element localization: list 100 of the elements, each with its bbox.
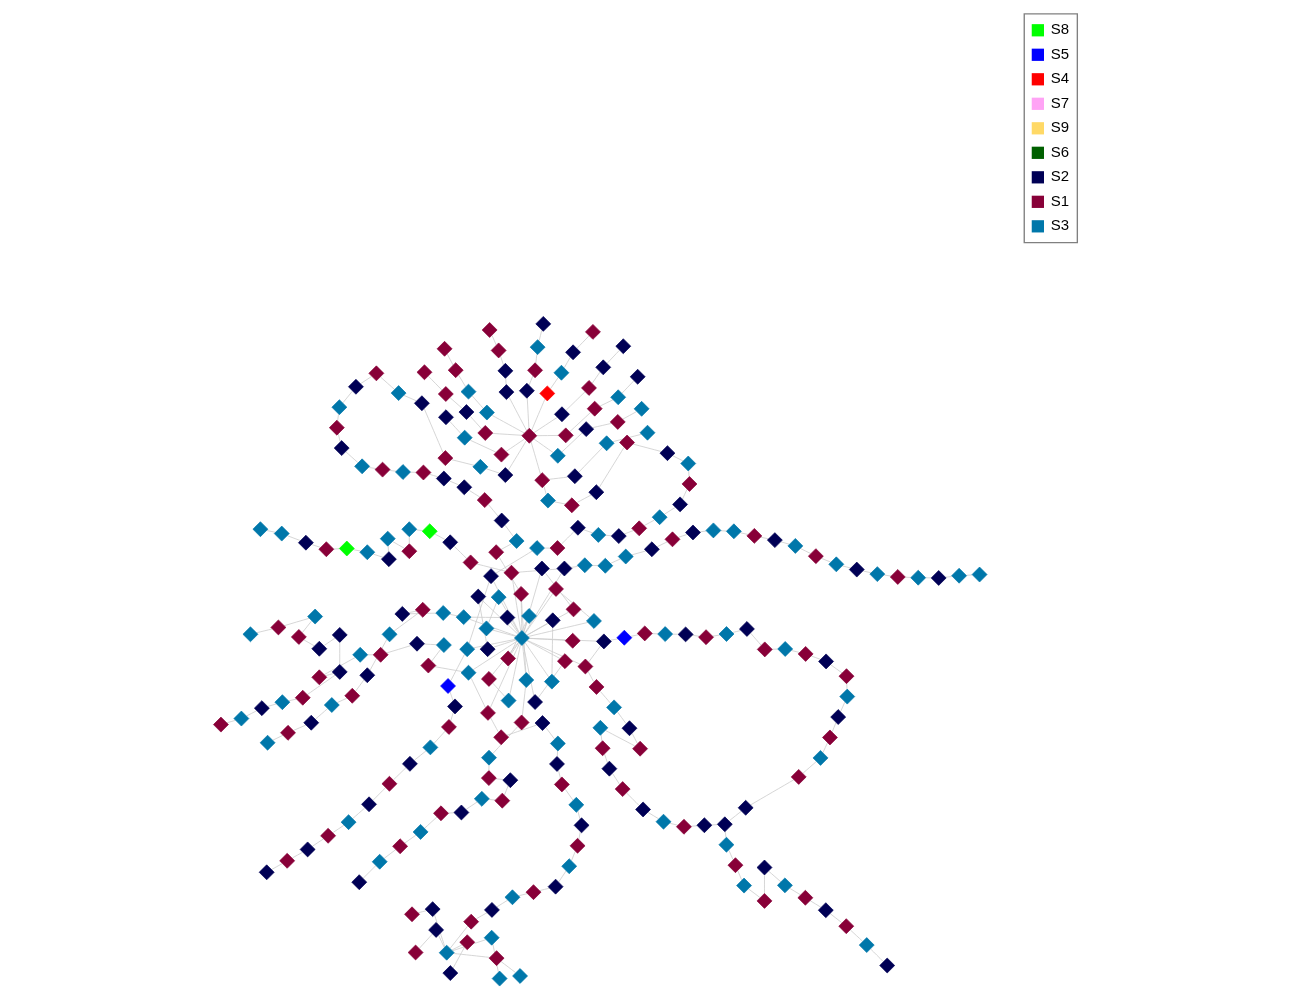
- connector: [621, 380, 634, 394]
- connector: [509, 621, 519, 634]
- node-diamond: [705, 522, 721, 539]
- node-diamond: [351, 647, 368, 663]
- connector: [788, 887, 801, 896]
- node-diamond: [617, 548, 634, 565]
- legend-label: S4: [1050, 69, 1069, 87]
- node-diamond: [458, 934, 475, 951]
- connector: [448, 613, 458, 617]
- node-diamond: [746, 528, 762, 544]
- connector: [749, 779, 794, 806]
- node-diamond: [504, 889, 520, 906]
- node-diamond: [539, 492, 556, 509]
- node-diamond: [534, 316, 551, 332]
- node-diamond: [614, 338, 631, 355]
- connector: [488, 765, 489, 771]
- node-diamond: [601, 760, 617, 777]
- node-diamond: [594, 740, 610, 757]
- node-diamond: [630, 520, 647, 537]
- node-diamond: [565, 601, 581, 618]
- connector: [267, 703, 277, 707]
- connector: [587, 671, 594, 682]
- node-diamond: [643, 541, 660, 558]
- connector: [543, 485, 547, 495]
- connector: [799, 548, 811, 554]
- connector: [450, 459, 475, 466]
- connector: [481, 600, 518, 635]
- connector: [418, 933, 433, 949]
- connector: [372, 787, 386, 801]
- node-diamond: [412, 824, 428, 840]
- connector: [560, 531, 574, 545]
- node-diamond: [548, 756, 565, 772]
- node-diamond: [358, 544, 375, 561]
- connector: [302, 639, 315, 647]
- connector: [393, 612, 419, 632]
- node-diamond: [544, 612, 561, 629]
- node-diamond: [718, 626, 734, 642]
- connector: [287, 698, 297, 702]
- connector: [604, 534, 612, 537]
- node-diamond: [368, 365, 384, 382]
- connector: [809, 900, 821, 908]
- node-diamond: [596, 557, 613, 574]
- node-diamond: [437, 409, 454, 426]
- connector: [306, 674, 336, 695]
- connector: [423, 643, 437, 646]
- connector: [470, 677, 486, 708]
- connector: [544, 727, 555, 740]
- node-diamond: [488, 950, 504, 966]
- node-diamond: [518, 382, 535, 399]
- node-diamond: [299, 841, 315, 858]
- connector: [672, 455, 683, 462]
- node-diamond: [499, 650, 516, 667]
- node-diamond: [549, 540, 565, 556]
- node-diamond: [212, 716, 229, 733]
- connector: [492, 581, 520, 634]
- node-diamond: [664, 531, 680, 548]
- node-diamond: [437, 386, 454, 402]
- connector: [491, 726, 518, 755]
- connector: [449, 691, 453, 702]
- connector: [582, 529, 593, 534]
- node-diamond: [460, 383, 476, 400]
- connector: [471, 395, 484, 409]
- connector: [226, 719, 236, 724]
- node-diamond: [675, 818, 692, 835]
- connector: [621, 411, 637, 420]
- connector: [763, 874, 765, 894]
- node-diamond: [381, 775, 397, 792]
- connector: [511, 578, 521, 632]
- node-diamond: [338, 540, 355, 557]
- node-diamond: [435, 637, 452, 653]
- node-diamond: [372, 646, 388, 663]
- node-diamond: [595, 633, 612, 650]
- connector: [530, 398, 545, 431]
- node-diamond: [503, 564, 519, 581]
- node-diamond: [889, 569, 906, 585]
- connector: [603, 753, 608, 763]
- connector: [599, 399, 613, 407]
- legend-label: S2: [1050, 167, 1069, 185]
- node-diamond: [858, 937, 875, 953]
- connector: [560, 432, 582, 453]
- node-diamond: [797, 889, 813, 906]
- node-diamond: [414, 602, 431, 618]
- node-diamond: [343, 687, 360, 704]
- node-diamond: [538, 385, 555, 402]
- node-diamond: [679, 455, 696, 472]
- connector: [528, 638, 566, 641]
- node-diamond: [302, 714, 319, 731]
- connector: [759, 536, 769, 540]
- connector: [728, 849, 733, 860]
- connector: [719, 530, 727, 532]
- connector: [408, 612, 436, 615]
- connector: [749, 632, 762, 646]
- connector: [272, 734, 283, 741]
- connector: [810, 655, 821, 660]
- node-diamond: [797, 646, 813, 662]
- connector: [771, 648, 778, 650]
- node-diamond: [821, 729, 838, 746]
- node-diamond: [610, 528, 627, 544]
- connector: [944, 576, 952, 578]
- node-diamond: [569, 837, 585, 854]
